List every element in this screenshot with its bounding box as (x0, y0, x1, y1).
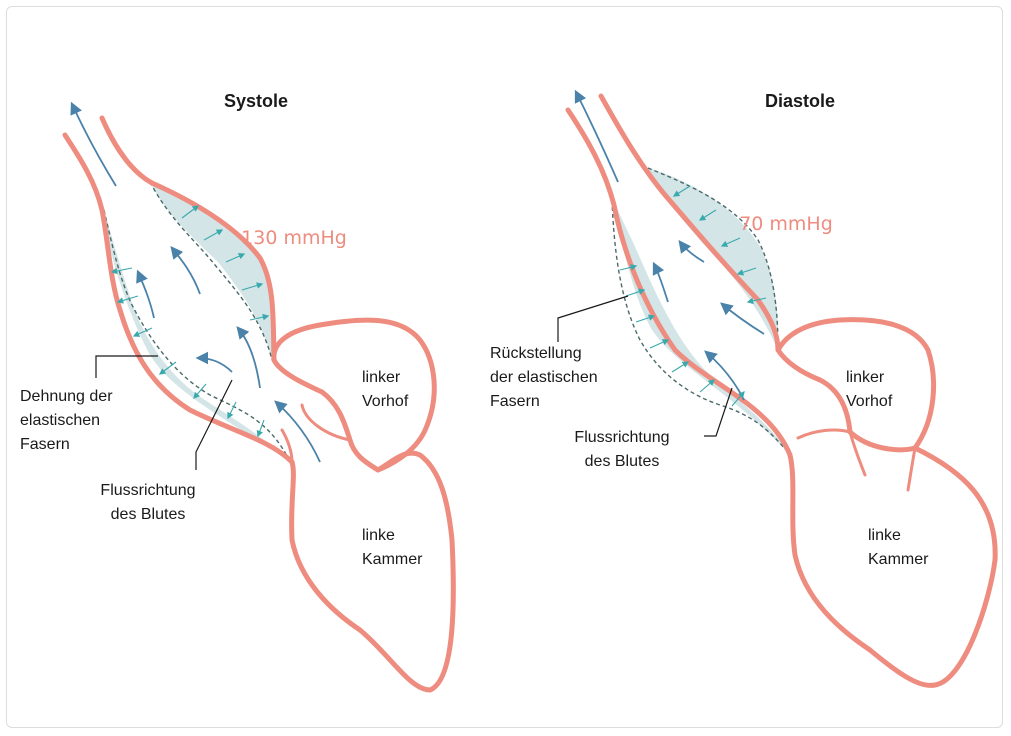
systole-flow-arrow-1 (72, 104, 116, 186)
systole-left-ventricle (292, 453, 454, 690)
systole-flow-arrow-4 (198, 358, 232, 372)
diastole-recoil-label-2: der elastischen (490, 369, 598, 386)
systole-flow-arrow-2 (138, 272, 154, 318)
diastole-ventricle-label-2: Kammer (868, 551, 929, 568)
diastole-recoil-leader (558, 296, 628, 342)
systole-flow-arrow-3 (172, 248, 200, 294)
systole-stretch-band-right (150, 182, 272, 360)
diastole-mitral-leaflet-right (908, 448, 915, 490)
systole-panel: Systole (20, 91, 453, 690)
systole-atrium-label-2: Vorhof (362, 393, 409, 410)
systole-stretch-label-3: Fasern (20, 436, 70, 453)
diastole-panel: Diastole (490, 91, 995, 685)
diastole-atrium-label-1: linker (846, 369, 885, 386)
systole-pressure-label: 130 mmHg (241, 227, 347, 249)
diastole-flow-label-1: Flussrichtung (574, 429, 669, 446)
diastole-title: Diastole (765, 91, 835, 111)
diastole-recoil-label-1: Rückstellung (490, 345, 582, 362)
systole-atrium-label-1: linker (362, 369, 401, 386)
diastole-atrium-label-2: Vorhof (846, 393, 893, 410)
systole-flow-label-2: des Blutes (111, 506, 186, 523)
systole-ventricle-label-1: linke (362, 527, 395, 544)
systole-stretch-label-1: Dehnung der (20, 388, 113, 405)
systole-stretch-label-2: elastischen (20, 412, 100, 429)
systole-left-atrium (274, 320, 434, 470)
diastole-pressure-label: 70 mmHg (739, 213, 833, 235)
systole-ventricle-label-2: Kammer (362, 551, 423, 568)
diastole-flow-arrow-3 (680, 242, 704, 262)
diastole-recoil-label-3: Fasern (490, 393, 540, 410)
systole-flow-arrow-5 (238, 328, 260, 388)
systole-title: Systole (224, 91, 288, 111)
diastole-aortic-valve (798, 430, 850, 438)
systole-flow-label-1: Flussrichtung (100, 482, 195, 499)
diastole-ventricle-label-1: linke (868, 527, 901, 544)
diastole-flow-label-2: des Blutes (585, 453, 660, 470)
